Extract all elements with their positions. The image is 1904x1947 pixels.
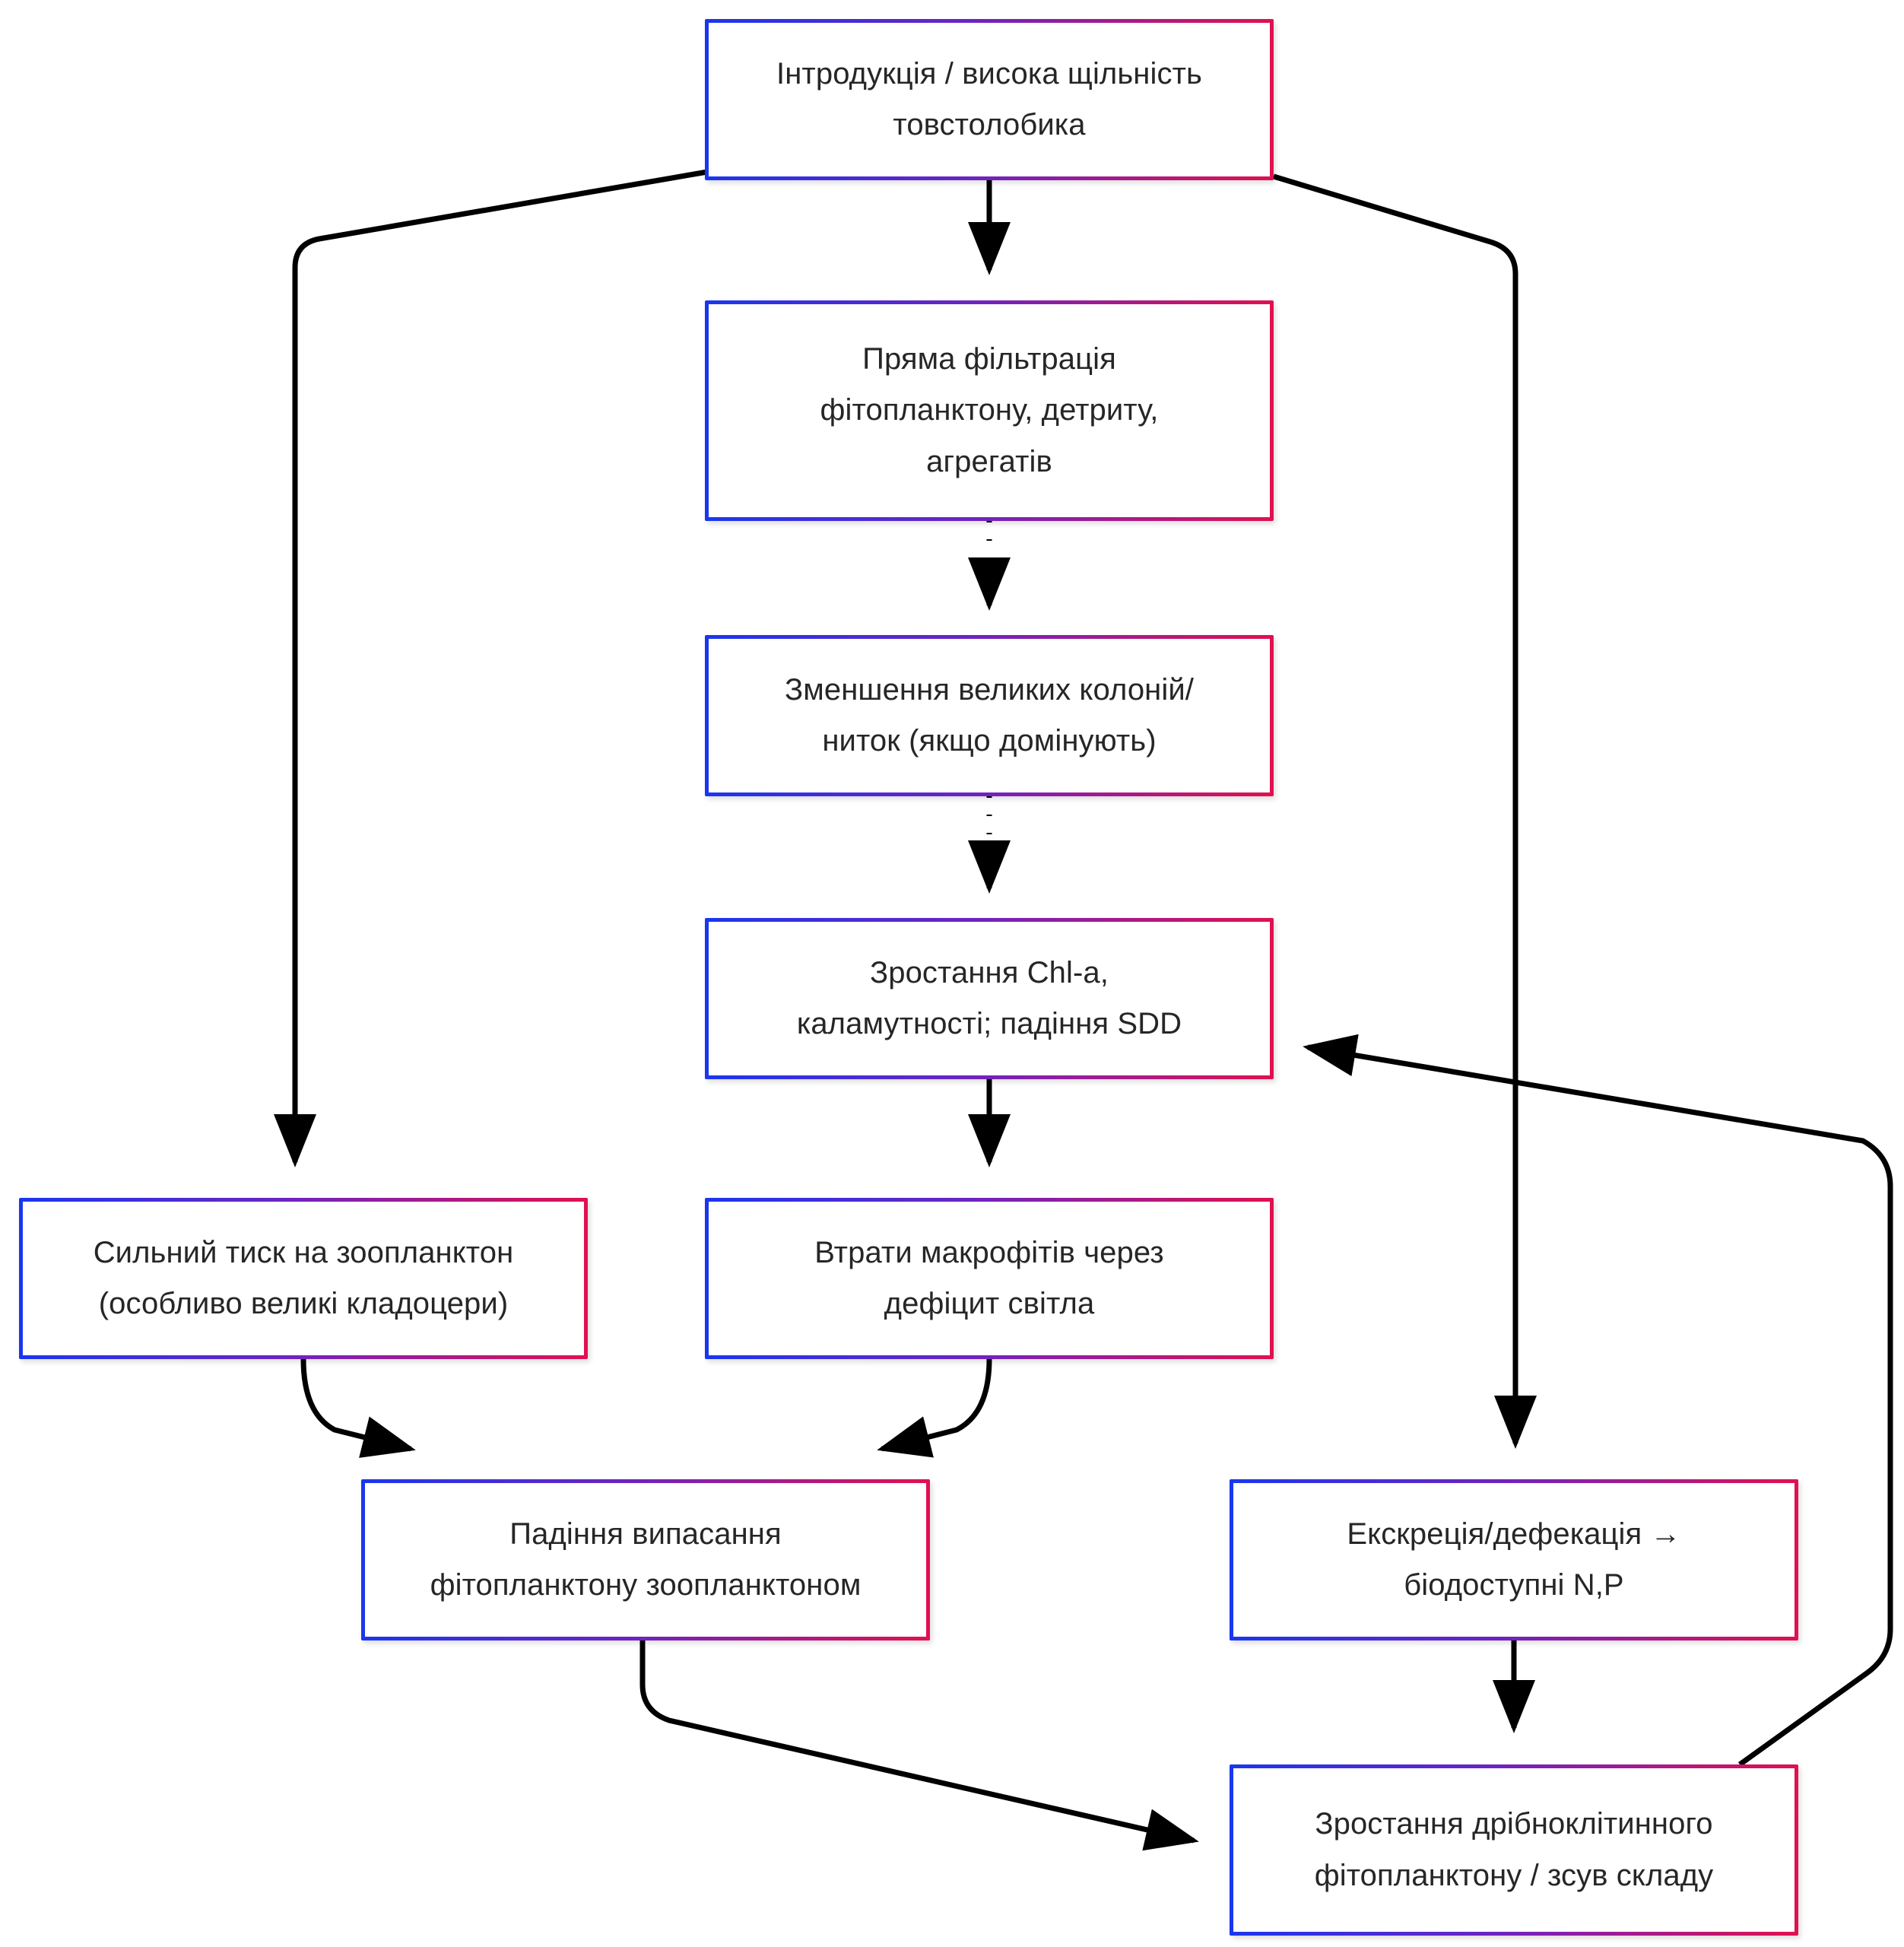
- node-label: Пряма фільтрація фітопланктону, детриту,…: [820, 342, 1159, 478]
- node-label: Зростання дрібноклітинного фітопланктону…: [1314, 1807, 1714, 1892]
- edge-n7-n9: [639, 1640, 1199, 1851]
- node-label: Інтродукція / висока щільність товстолоб…: [776, 56, 1202, 141]
- node-label: Зменшення великих колоній/ ниток (якщо д…: [784, 672, 1195, 758]
- node-label: Зростання Chl-a, каламутності; падіння S…: [796, 955, 1182, 1040]
- edge-n1-n8: [1272, 173, 1537, 1449]
- node-label: Екскреція/дефекація → біодоступні N,P: [1347, 1517, 1681, 1602]
- node-small-cell-phytoplankton-growth[interactable]: Зростання дрібноклітинного фітопланктону…: [1230, 1764, 1798, 1936]
- node-grazing-decline[interactable]: Падіння випасання фітопланктону зоопланк…: [361, 1479, 930, 1640]
- node-label: Падіння випасання фітопланктону зоопланк…: [430, 1517, 862, 1602]
- edge-n6-n7: [877, 1358, 992, 1458]
- node-label: Сильний тиск на зоопланктон (особливо ве…: [93, 1235, 514, 1320]
- node-reduction-large-colonies[interactable]: Зменшення великих колоній/ ниток (якщо д…: [705, 635, 1274, 796]
- node-macrophyte-loss[interactable]: Втрати макрофітів через дефіцит світла: [705, 1198, 1274, 1359]
- edge-n9-n4-feedback: [1303, 1034, 1893, 1767]
- node-label: Втрати макрофітів через дефіцит світла: [814, 1235, 1164, 1320]
- node-chla-turbidity-increase[interactable]: Зростання Chl-a, каламутності; падіння S…: [705, 918, 1274, 1079]
- edge-n5-n7: [300, 1358, 416, 1458]
- edge-n1-n5: [274, 169, 708, 1167]
- node-direct-filtration[interactable]: Пряма фільтрація фітопланктону, детриту,…: [705, 300, 1274, 521]
- node-excretion-nutrients[interactable]: Екскреція/дефекація → біодоступні N,P: [1230, 1479, 1798, 1640]
- node-introduction-silver-carp[interactable]: Інтродукція / висока щільність товстолоб…: [705, 19, 1274, 180]
- node-zooplankton-pressure[interactable]: Сильний тиск на зоопланктон (особливо ве…: [19, 1198, 588, 1359]
